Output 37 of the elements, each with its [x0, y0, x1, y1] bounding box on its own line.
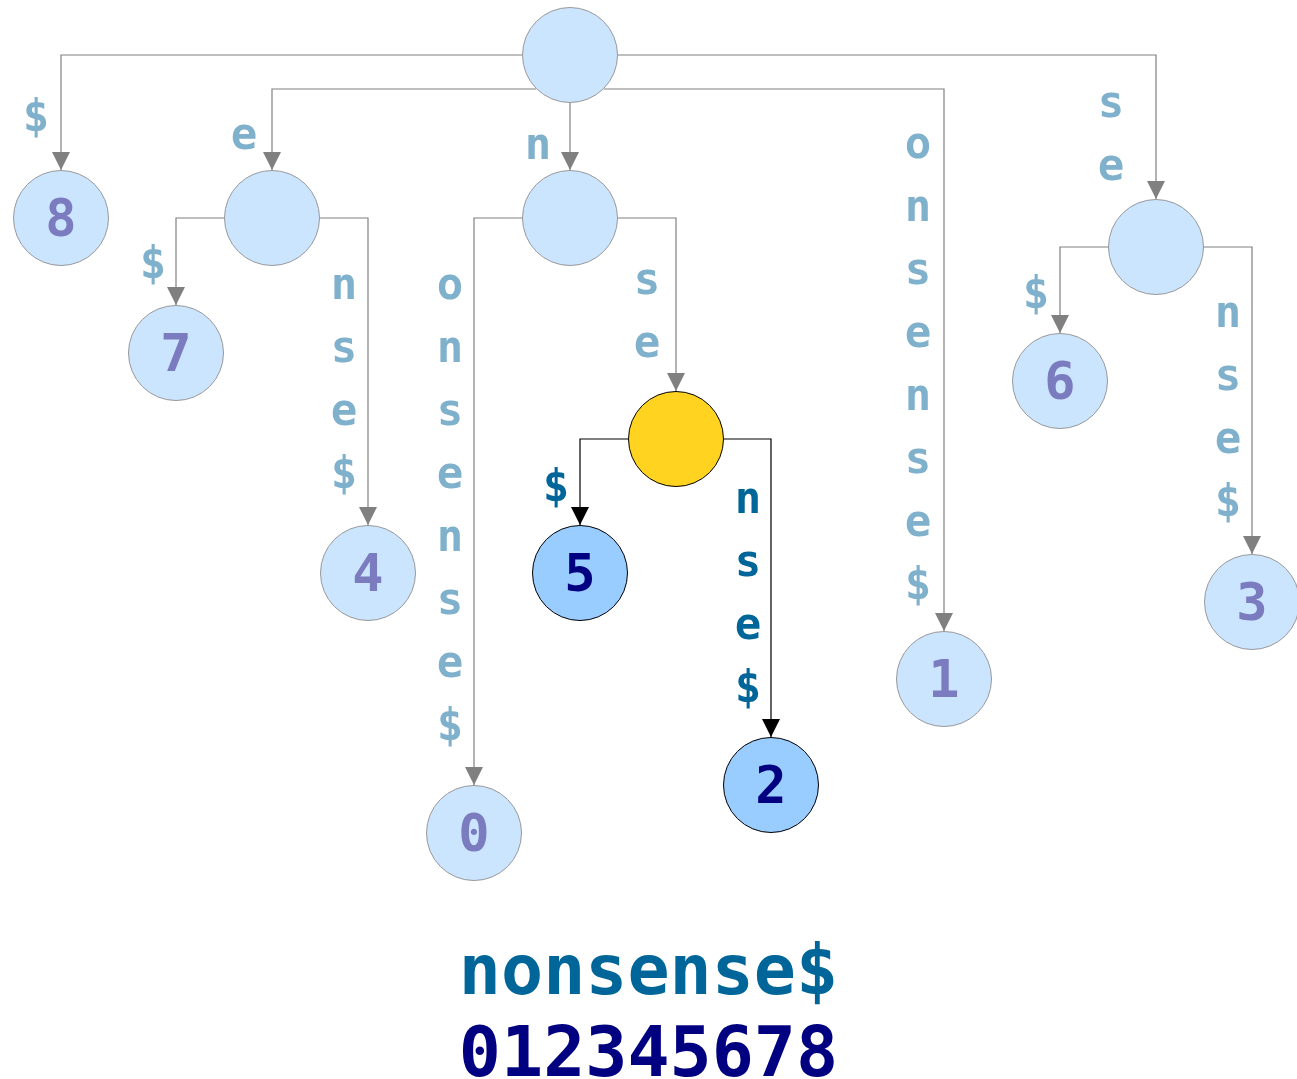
position-indices: 012345678 [458, 1011, 839, 1079]
edge-label: $ [138, 235, 168, 290]
arrow [603, 88, 953, 632]
suffix-index: 3 [1236, 576, 1268, 628]
suffix-index: 1 [928, 653, 960, 705]
suffix-index: 7 [160, 327, 192, 379]
suffix-index: 5 [564, 547, 596, 599]
arrow [52, 54, 523, 171]
edge-label: onsense$ [903, 115, 933, 611]
edge-label: se [1096, 74, 1126, 192]
arrow [167, 217, 225, 306]
edge-label: nse$ [329, 256, 359, 500]
arrow [571, 438, 629, 526]
edge-label: nse$ [733, 470, 763, 714]
arrow [561, 102, 579, 171]
edge-label: $ [1021, 265, 1051, 320]
arrow [263, 88, 537, 171]
edge-label: n [523, 116, 553, 171]
suffix-index: 4 [352, 547, 384, 599]
arrow [1051, 246, 1109, 334]
edge-label: onsense$ [435, 256, 465, 752]
edge-label: se [632, 251, 662, 369]
edge-label: nse$ [1213, 284, 1243, 528]
suffix-index: 6 [1044, 355, 1076, 407]
arrow [319, 217, 377, 526]
arrow [617, 54, 1165, 200]
suffix-index: 2 [755, 759, 787, 811]
edge-label: $ [541, 458, 571, 513]
arrow [617, 217, 685, 392]
input-string: nonsense$ [458, 929, 839, 1011]
arrow [465, 217, 523, 786]
suffix-index: 8 [45, 192, 77, 244]
suffix-index: 0 [458, 807, 490, 859]
edge-label: e [229, 106, 259, 161]
edge-label: $ [21, 88, 51, 143]
arrow [723, 438, 780, 738]
arrow [1203, 246, 1261, 555]
